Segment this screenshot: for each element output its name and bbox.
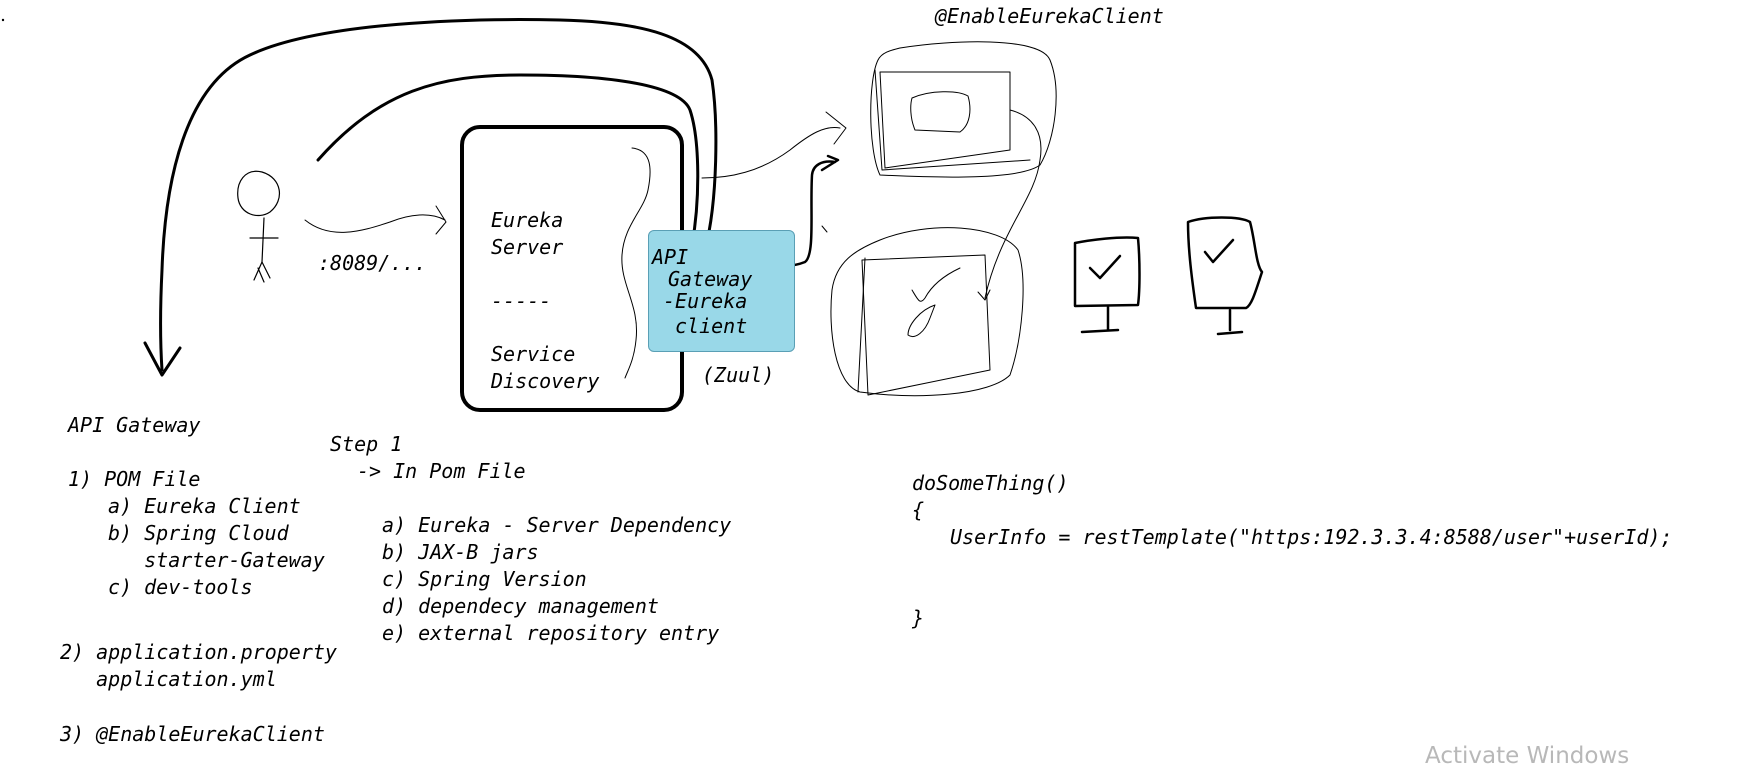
enable-eureka-client-annotation: @EnableEurekaClient <box>935 4 1164 28</box>
gateway-line2: Gateway <box>668 267 753 291</box>
stray-dot <box>1 18 5 22</box>
gateway-to-service-thin-arrow <box>701 111 847 179</box>
enable-eureka-line: 3) @EnableEurekaClient <box>60 722 325 746</box>
pom-item: b) Spring Cloud <box>108 521 289 545</box>
pom-items-list: a) Eureka Client b) Spring Cloud starter… <box>108 493 325 601</box>
eureka-server-subtitle: Server <box>491 235 564 259</box>
outer-loop-arrow <box>159 18 718 372</box>
property-line1: 2) application.property <box>60 640 337 664</box>
eureka-server-title: Eureka <box>491 208 564 232</box>
code-line-1: doSomeThing() <box>912 471 1069 495</box>
step-item: e) external repository entry <box>382 621 720 645</box>
service-instance-top <box>870 41 1057 301</box>
gateway-line3: -Eureka <box>663 289 748 313</box>
service-discovery-label-group: Service Discovery <box>491 341 599 395</box>
eureka-divider: ----- <box>491 289 552 313</box>
step-subtitle: -> In Pom File <box>357 459 526 483</box>
zuul-label: (Zuul) <box>702 363 775 387</box>
step-title: Step 1 <box>330 432 403 456</box>
service-discovery-line2: Discovery <box>491 369 600 393</box>
code-line-2: { <box>912 498 925 522</box>
step-items-list: a) Eureka - Server Dependency b) JAX-B j… <box>382 512 731 647</box>
tick-mark <box>821 225 828 233</box>
step-item: b) JAX-B jars <box>382 540 539 564</box>
eureka-server-label-group: Eureka Server <box>491 207 563 261</box>
pom-heading: 1) POM File <box>68 467 201 491</box>
code-line-4: } <box>912 606 925 630</box>
step-item: a) Eureka - Server Dependency <box>382 513 732 537</box>
gateway-line1: API <box>652 245 689 269</box>
user-stick-figure <box>237 170 280 283</box>
step-item: c) Spring Version <box>382 567 587 591</box>
code-line-3: UserInfo = restTemplate("https:192.3.3.4… <box>950 525 1673 549</box>
api-gateway-box: API Gateway -Eureka client <box>648 230 795 352</box>
outer-loop-arrowhead <box>143 341 182 377</box>
property-files-group: 2) application.property application.yml <box>60 639 337 693</box>
activate-windows-watermark: Activate Windows <box>1425 743 1630 769</box>
property-line2: application.yml <box>60 667 277 691</box>
eureka-inner-squiggle <box>621 147 651 379</box>
monitor-icon-2 <box>1186 216 1264 336</box>
pom-item: c) dev-tools <box>108 575 253 599</box>
request-arrow <box>304 205 447 235</box>
gateway-line4: client <box>675 314 748 338</box>
service-instance-middle <box>830 227 1024 397</box>
service-discovery-line1: Service <box>491 342 576 366</box>
step-item: d) dependecy management <box>382 594 659 618</box>
monitor-icon-1 <box>1073 236 1141 334</box>
inner-loop-arrow <box>316 73 700 247</box>
api-gateway-notes-title: API Gateway <box>68 413 201 437</box>
pom-item: a) Eureka Client <box>108 494 301 518</box>
port-label: :8089/... <box>318 251 427 275</box>
pom-item: starter-Gateway <box>108 548 325 572</box>
